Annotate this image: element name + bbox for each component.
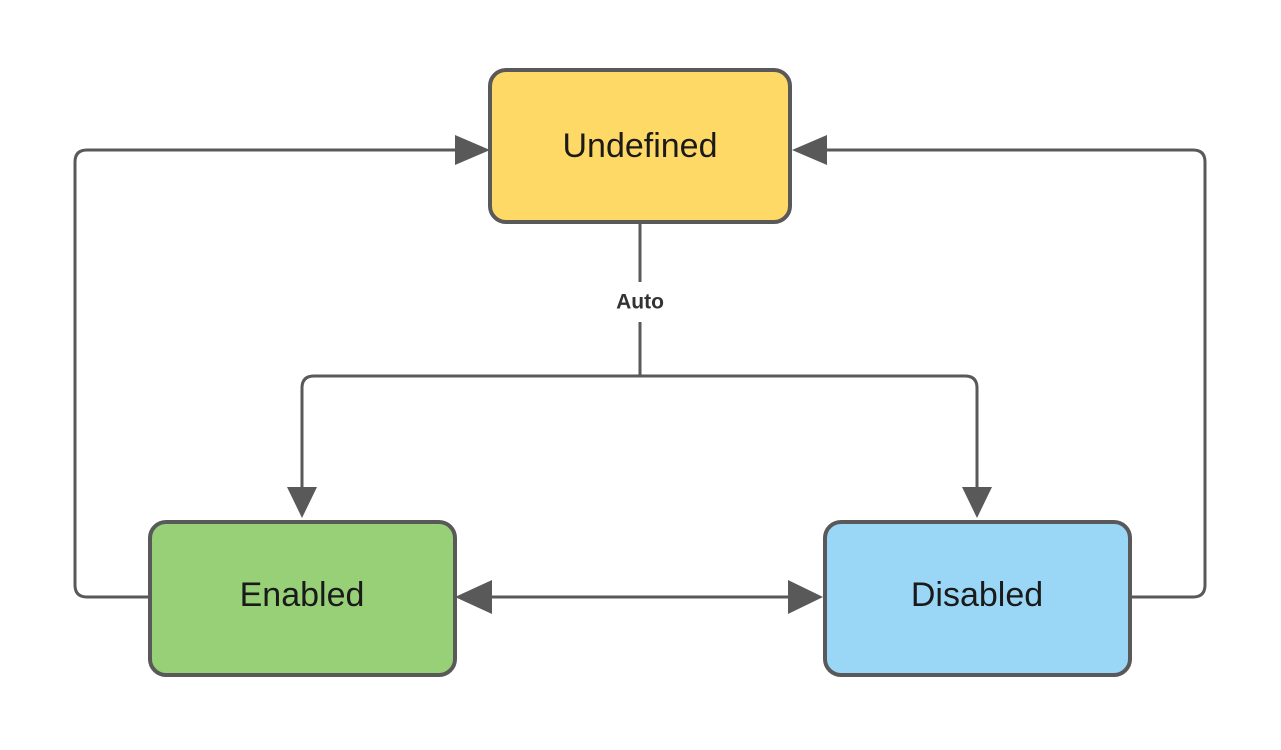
arrow-head-into-disabled — [962, 487, 992, 518]
arrow-head-into-disabled-side — [788, 580, 823, 614]
arrow-head-into-enabled — [287, 487, 317, 518]
node-enabled[interactable]: Enabled — [148, 520, 457, 677]
edge-path-undefined-to-enabled — [300, 374, 640, 487]
edge-path-enabled-to-undefined — [73, 148, 455, 599]
arrow-head-into-undefined-left — [455, 135, 490, 165]
edge-disabled-to-undefined[interactable] — [792, 135, 1207, 599]
edge-label-auto: Auto — [592, 282, 688, 322]
node-enabled-shape — [148, 520, 457, 677]
node-undefined-shape — [488, 68, 792, 224]
edge-label-auto-background — [592, 282, 688, 322]
edge-undefined-to-enabled[interactable] — [287, 222, 642, 518]
edge-path-undefined-to-disabled — [640, 374, 979, 487]
arrow-head-into-undefined-right — [792, 135, 827, 165]
edge-path-disabled-to-undefined — [827, 148, 1207, 599]
edge-undefined-to-disabled[interactable] — [640, 374, 992, 518]
node-disabled-shape — [823, 520, 1132, 677]
node-disabled[interactable]: Disabled — [823, 520, 1132, 677]
edge-enabled-to-undefined[interactable] — [73, 135, 490, 599]
arrow-head-into-enabled-side — [455, 580, 492, 614]
edge-enabled-disabled[interactable] — [455, 580, 823, 614]
node-undefined[interactable]: Undefined — [488, 68, 792, 224]
